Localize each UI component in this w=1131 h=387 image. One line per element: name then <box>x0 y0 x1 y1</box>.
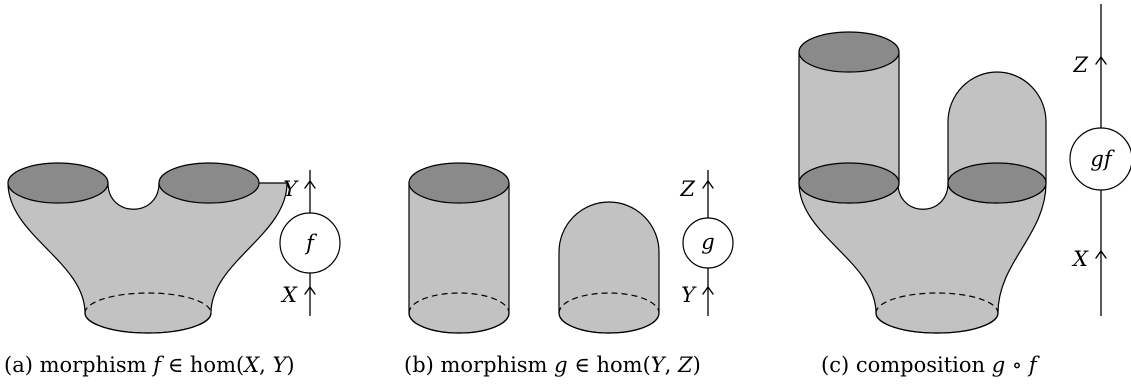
bottom-boundary <box>875 312 999 334</box>
caption-b: (b) morphism g ∈ hom(Y, Z) <box>404 353 701 377</box>
panel-a: f Y X (a) morphism f ∈ hom(X, Y) <box>4 162 341 377</box>
bottom-boundary <box>558 312 660 334</box>
bottom-boundary <box>408 312 510 334</box>
up-arrow-icon <box>304 180 316 189</box>
morphism-label-f: f <box>304 231 317 255</box>
morphism-node-f <box>279 212 341 274</box>
top-boundary-right <box>158 162 260 204</box>
top-boundary-left <box>7 162 109 204</box>
string-diagram-f: f Y X <box>279 170 341 316</box>
panel-b: g Z Y (b) morphism g ∈ hom(Y, Z) <box>404 162 734 377</box>
composite-surface <box>798 31 1047 334</box>
morphism-label-g: g <box>701 230 714 254</box>
up-arrow-icon <box>702 286 714 295</box>
top-boundary <box>798 31 900 73</box>
pair-of-pants-surface <box>7 162 288 334</box>
up-arrow-icon <box>1095 56 1107 65</box>
bottom-boundary <box>84 312 212 334</box>
morphism-label-gf: gf <box>1090 147 1114 171</box>
caption-a: (a) morphism f ∈ hom(X, Y) <box>4 353 295 377</box>
object-label-top: Z <box>679 177 695 201</box>
object-label-bottom: X <box>1071 247 1089 271</box>
caption-c: (c) composition g ∘ f <box>821 353 1040 377</box>
object-label-bottom: X <box>280 283 298 307</box>
morphism-node-g <box>682 217 734 269</box>
object-label-top: Y <box>283 177 299 201</box>
top-boundary <box>408 162 510 204</box>
glued-boundary-right <box>947 162 1047 204</box>
cap-surface <box>558 201 660 334</box>
glued-boundary-left <box>798 162 900 204</box>
up-arrow-icon <box>702 180 714 189</box>
cylinder-surface <box>408 162 510 334</box>
object-label-top: Z <box>1072 53 1088 77</box>
string-diagram-g: g Z Y <box>679 170 734 316</box>
string-diagram-gf: gf Z X <box>1069 4 1131 316</box>
panel-c: gf Z X (c) composition g ∘ f <box>798 4 1131 377</box>
morphism-node-gf <box>1069 127 1131 191</box>
up-arrow-icon <box>1095 250 1107 259</box>
up-arrow-icon <box>304 286 316 295</box>
object-label-bottom: Y <box>681 283 697 307</box>
